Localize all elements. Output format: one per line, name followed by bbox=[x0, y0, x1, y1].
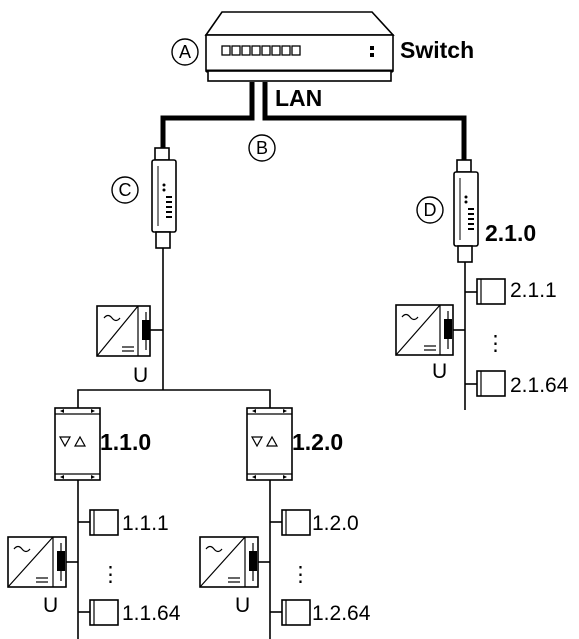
power-supply-icon bbox=[199, 536, 259, 588]
callout-d: D bbox=[416, 196, 444, 224]
psu-label-u: U bbox=[432, 360, 447, 383]
psu-label-u: U bbox=[43, 594, 58, 617]
gateway-2-label: 2.1.0 bbox=[485, 220, 536, 246]
callout-c: C bbox=[111, 176, 139, 204]
power-supply-icon bbox=[7, 536, 67, 588]
device-label: 1.1.64 bbox=[122, 602, 181, 625]
device-icon bbox=[476, 370, 506, 397]
ellipsis: ⋮ bbox=[290, 563, 311, 586]
device-label: 1.1.1 bbox=[122, 512, 169, 535]
device-icon bbox=[89, 509, 119, 536]
ellipsis: ⋮ bbox=[485, 332, 506, 355]
psu-label-u: U bbox=[133, 364, 148, 387]
svg-text:D: D bbox=[424, 200, 437, 220]
svg-text:B: B bbox=[256, 138, 268, 158]
network-switch-icon bbox=[204, 11, 395, 82]
repeater-icon bbox=[54, 407, 101, 481]
device-label: 2.1.64 bbox=[510, 374, 569, 397]
dali-gateway-icon bbox=[151, 147, 177, 249]
device-icon bbox=[281, 509, 311, 536]
device-icon bbox=[476, 278, 506, 305]
repeater-icon bbox=[246, 407, 293, 481]
repeater-1-label: 1.1.0 bbox=[100, 429, 151, 455]
device-icon bbox=[281, 599, 311, 626]
device-label: 2.1.1 bbox=[510, 279, 557, 302]
power-supply-icon bbox=[96, 305, 151, 357]
psu-label-u: U bbox=[235, 594, 250, 617]
device-icon bbox=[89, 599, 119, 626]
svg-text:C: C bbox=[119, 180, 132, 200]
lan-cables bbox=[160, 82, 467, 162]
lan-label: LAN bbox=[275, 85, 322, 111]
device-label: 1.2.0 bbox=[312, 512, 359, 535]
switch-label: Switch bbox=[400, 37, 474, 63]
ellipsis: ⋮ bbox=[100, 563, 121, 586]
callout-b: B bbox=[248, 134, 276, 162]
repeater-2-label: 1.2.0 bbox=[292, 429, 343, 455]
power-supply-icon bbox=[395, 304, 454, 356]
device-label: 1.2.64 bbox=[312, 602, 371, 625]
dali-gateway-icon bbox=[453, 159, 479, 263]
callout-a: A bbox=[171, 38, 199, 66]
svg-text:A: A bbox=[179, 42, 191, 62]
